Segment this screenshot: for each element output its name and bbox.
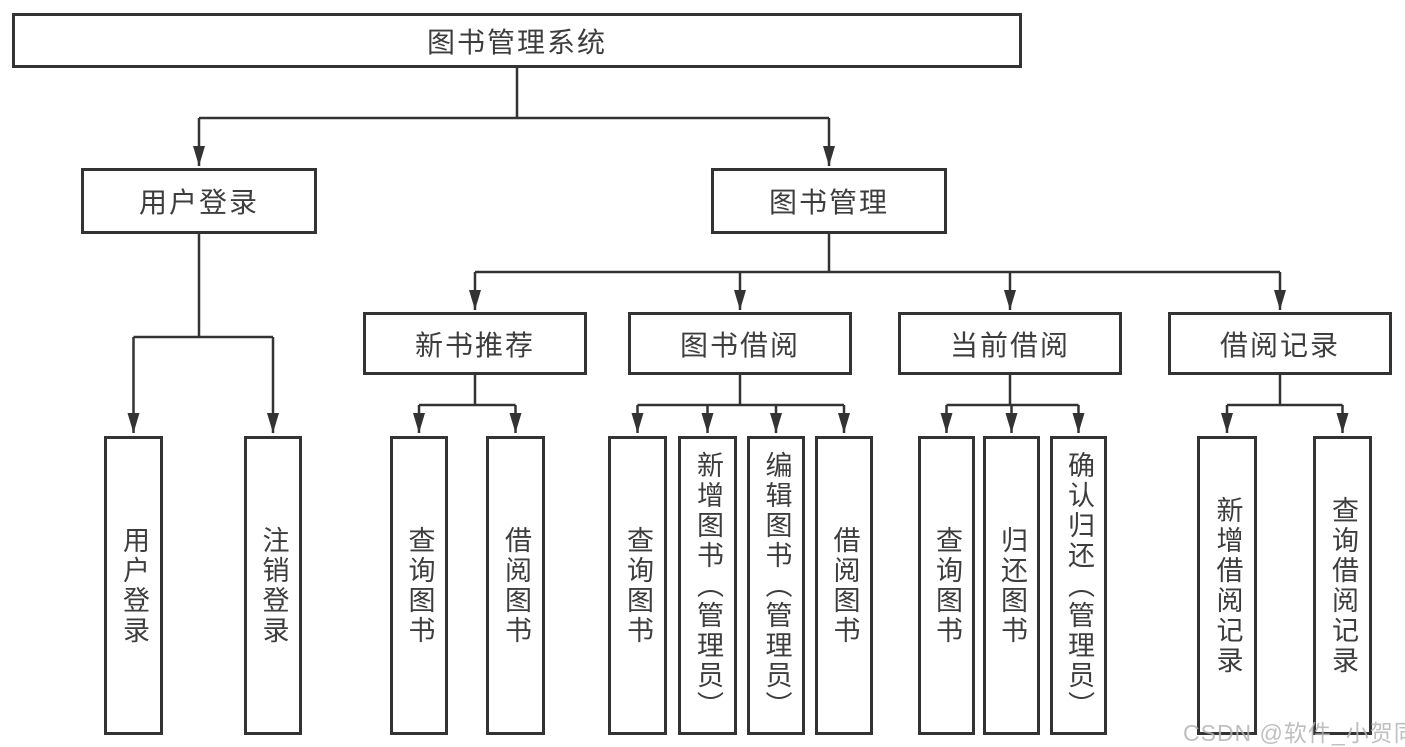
leaf-label: 查询图书 (404, 525, 435, 646)
leaf-label: 注销登录 (258, 525, 289, 646)
leaf-label: 确认归还（管理员） (1064, 450, 1094, 721)
leaf-query-borrow-record: 查询借阅记录 (1313, 436, 1372, 735)
leaf-label: 借阅图书 (501, 525, 531, 646)
leaf-borrow-books-recommend: 借阅图书 (486, 436, 545, 735)
node-borrowing-records: 借阅记录 (1168, 312, 1392, 375)
node-book-management: 图书管理 (711, 168, 947, 234)
leaf-query-books-borrow: 查询图书 (608, 436, 667, 735)
leaf-label: 新增借阅记录 (1212, 495, 1243, 676)
leaf-borrow-books: 借阅图书 (815, 436, 873, 735)
leaf-confirm-return-admin: 确认归还（管理员） (1050, 436, 1107, 735)
leaf-label: 查询图书 (932, 525, 962, 646)
node-library-management-system: 图书管理系统 (12, 13, 1022, 68)
node-book-borrowing: 图书借阅 (628, 312, 852, 375)
leaf-edit-books-admin: 编辑图书（管理员） (747, 436, 805, 735)
node-user-login: 用户登录 (81, 168, 317, 234)
leaf-label: 用户登录 (119, 525, 149, 646)
leaf-logout: 注销登录 (244, 436, 302, 735)
csdn-watermark: CSDN @软件_小贺同学 (1183, 720, 1405, 746)
leaf-add-books-admin: 新增图书（管理员） (678, 436, 737, 735)
leaf-user-login: 用户登录 (104, 436, 163, 735)
leaf-query-books-recommend: 查询图书 (390, 436, 448, 735)
node-current-borrowing: 当前借阅 (898, 312, 1122, 375)
leaf-label: 编辑图书（管理员） (761, 450, 792, 721)
leaf-label: 借阅图书 (829, 525, 860, 646)
leaf-label: 查询图书 (623, 525, 653, 646)
leaf-return-books: 归还图书 (983, 436, 1040, 735)
leaf-label: 新增图书（管理员） (693, 450, 723, 721)
leaf-label: 归还图书 (997, 525, 1027, 646)
leaf-query-books-current: 查询图书 (918, 436, 975, 735)
leaf-add-borrow-record: 新增借阅记录 (1197, 436, 1257, 735)
node-new-book-recommendation: 新书推荐 (363, 312, 587, 375)
leaf-label: 查询借阅记录 (1328, 495, 1358, 676)
